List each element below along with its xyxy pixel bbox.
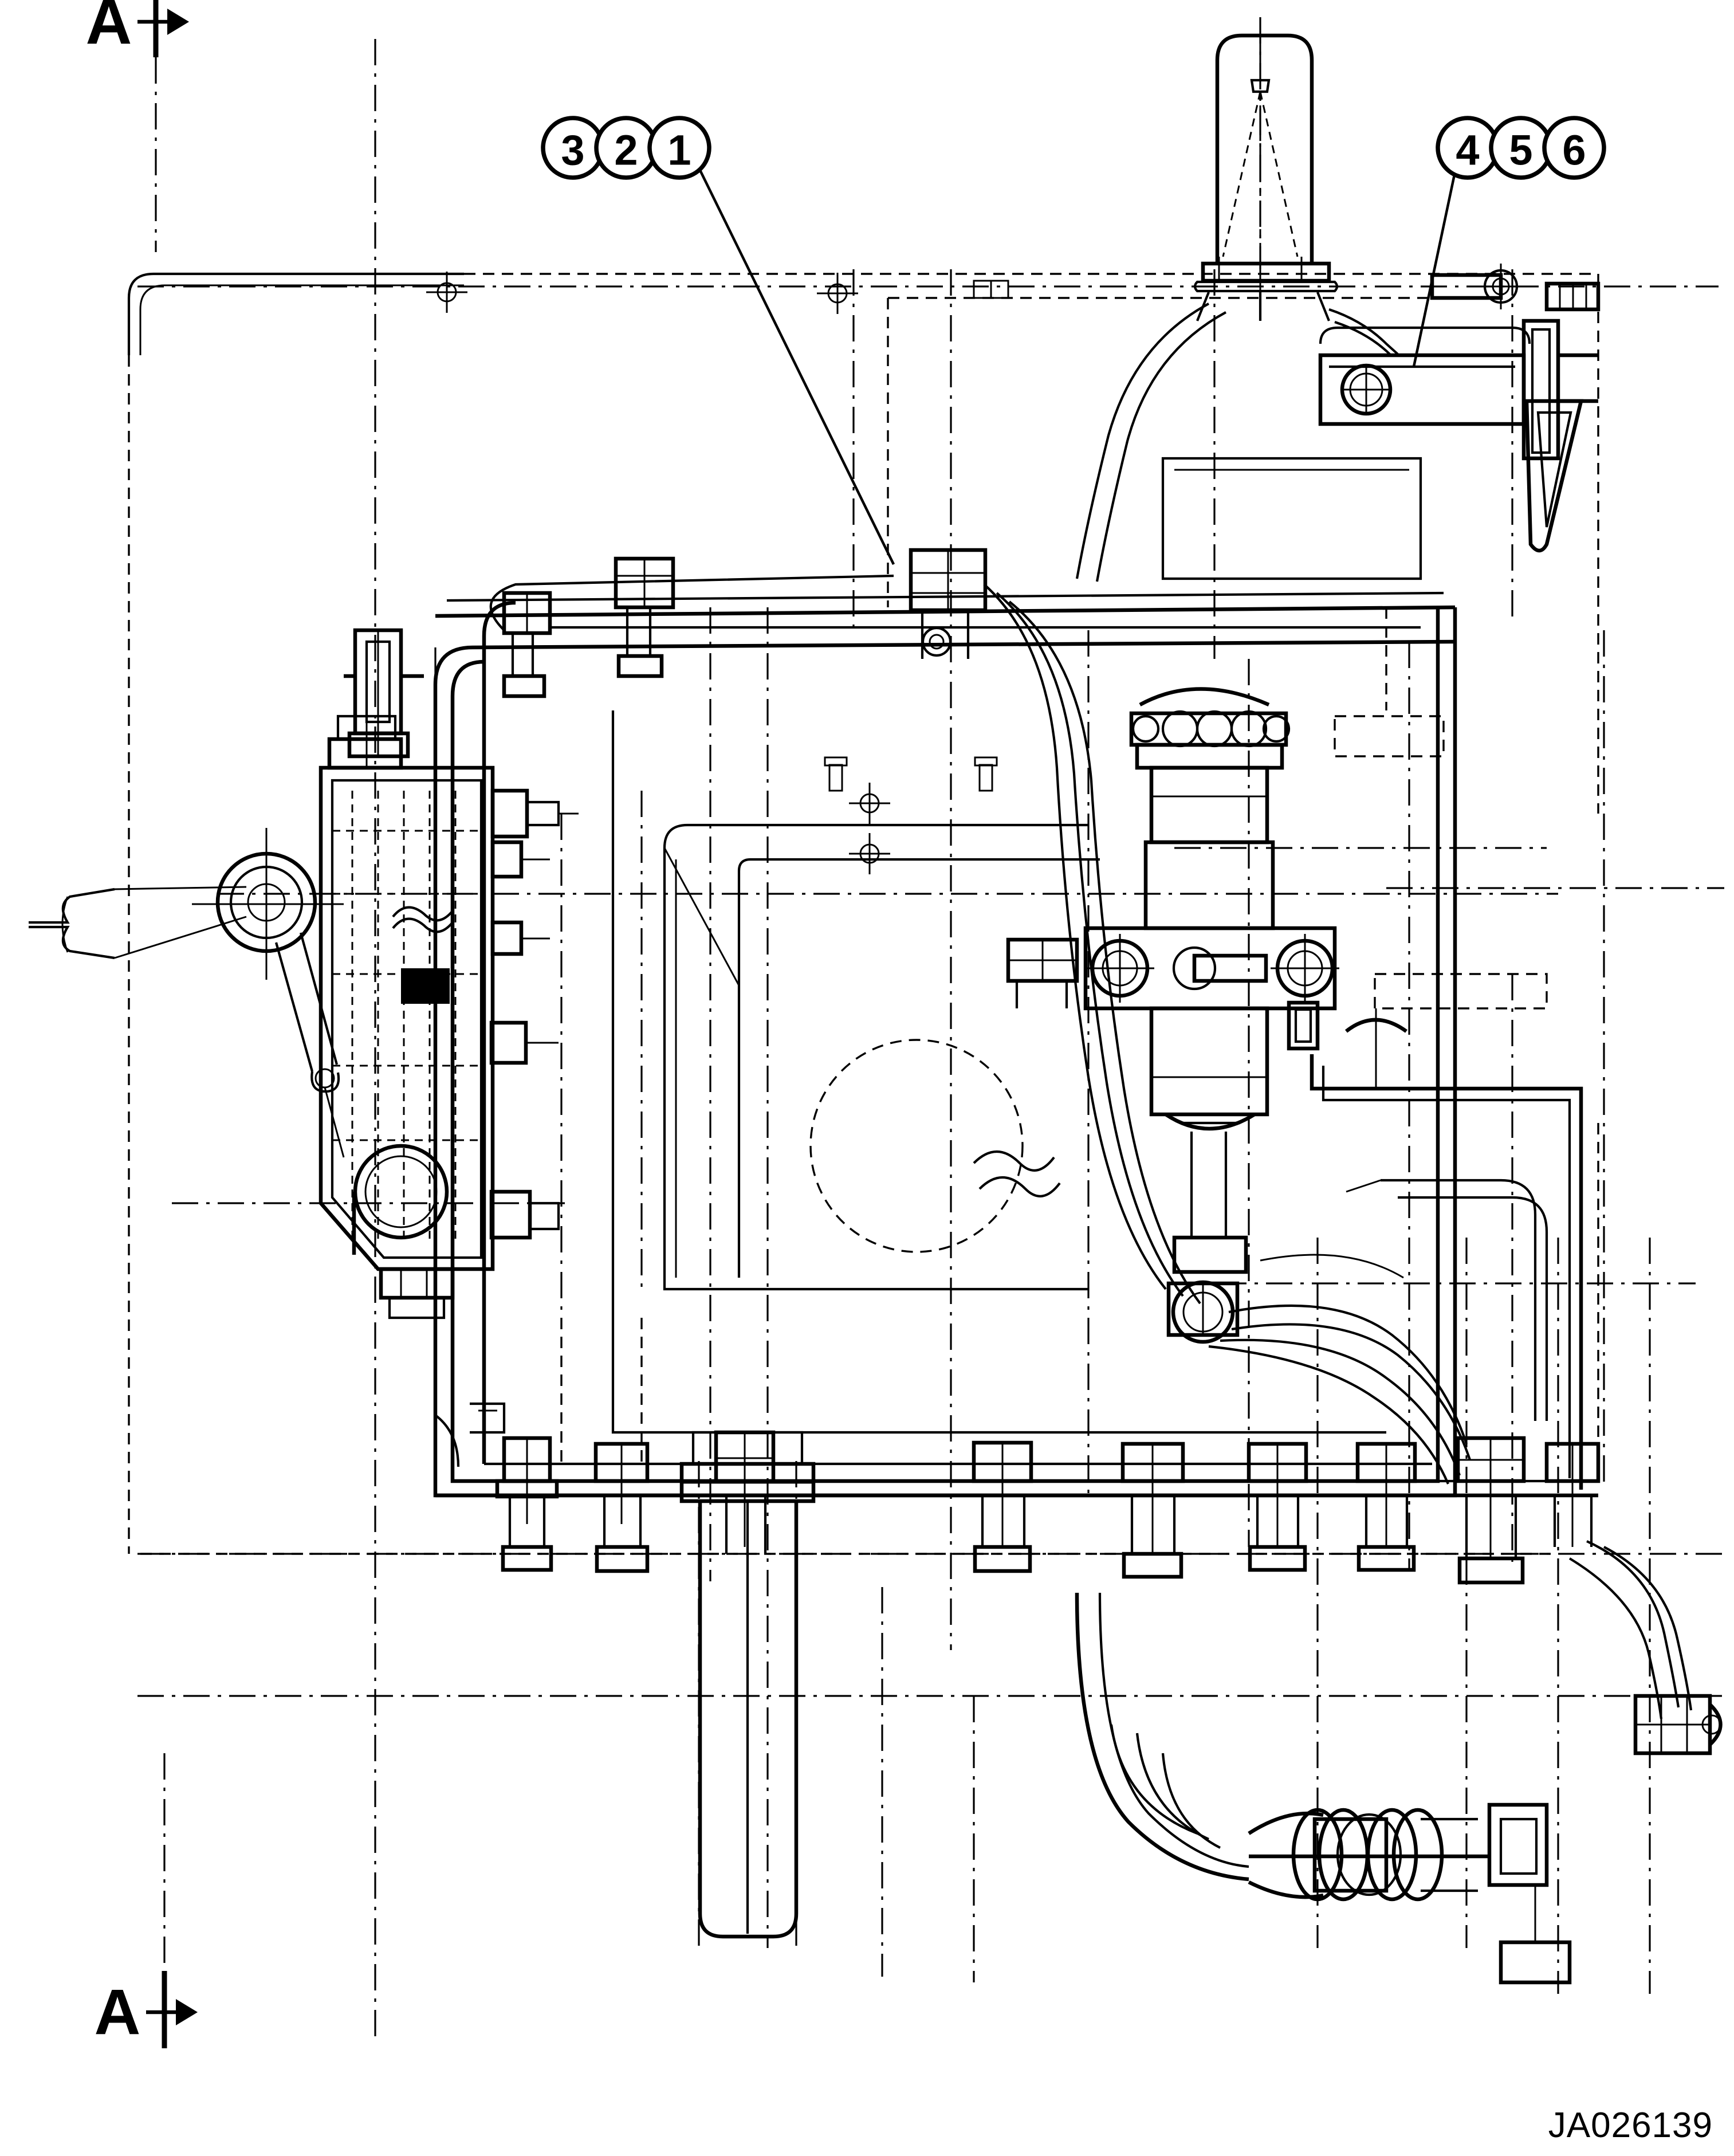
center-mark <box>849 833 890 874</box>
bracket-detail <box>973 280 1009 299</box>
callout-balloon-3[interactable]: 3 <box>541 116 605 180</box>
valve-port <box>489 1189 560 1240</box>
callout-balloon-group-right: 4 5 6 <box>1436 116 1606 180</box>
centerlines <box>137 17 1730 2040</box>
bolt-hardware <box>1544 1442 1601 1547</box>
outer-frame-envelope <box>127 272 1599 1555</box>
hose-clamp-mid <box>1006 937 1079 1008</box>
drawing-number: JA026139 <box>1548 2106 1713 2145</box>
section-arrow-head-bottom <box>176 1999 198 2025</box>
center-mark <box>817 273 858 314</box>
callout-balloon-6[interactable]: 6 <box>1542 116 1606 180</box>
pin-detail <box>974 756 998 792</box>
callout-balloon-5-label: 5 <box>1509 127 1532 174</box>
callout-balloon-6-label: 6 <box>1562 127 1586 174</box>
clamp-block <box>502 591 552 635</box>
vertical-tube-pair <box>679 1431 816 1939</box>
callout-balloon-3-label: 3 <box>561 127 584 174</box>
center-mark <box>849 783 890 824</box>
valve-port <box>490 840 550 879</box>
pin-detail <box>824 756 848 792</box>
section-marker-top: A <box>86 0 189 252</box>
callout-balloon-5[interactable]: 5 <box>1489 116 1553 180</box>
callout-balloon-1[interactable]: 1 <box>647 116 711 180</box>
section-arrow-head-top <box>167 9 189 35</box>
hose-coupling-clamps <box>1075 1592 1572 1985</box>
leader-line-4 <box>1412 171 1457 367</box>
hydraulic-tank-housing <box>433 457 1457 1498</box>
callout-balloon-1-label: 1 <box>667 127 691 174</box>
bolt-hardware <box>495 1436 559 1572</box>
control-lever-shaft <box>29 828 345 1158</box>
bottom-right-hose-exit <box>1568 1540 1723 1756</box>
valve-port <box>490 788 579 839</box>
reservoir-cylinder <box>1193 23 1339 321</box>
center-mark <box>426 272 467 313</box>
callout-balloon-group-left: 3 2 1 <box>541 116 711 180</box>
bolt-hardware <box>502 607 970 698</box>
bolt-hardware <box>1355 1442 1417 1572</box>
section-marker-bottom: A <box>95 1753 198 2048</box>
bolt-hardware <box>1456 1436 1526 1585</box>
upper-clamp-rail <box>344 548 1456 759</box>
clamp-block <box>614 556 675 610</box>
valve-port <box>489 1020 559 1065</box>
bolt-hardware <box>714 1430 776 1554</box>
bolt-hardware <box>593 1442 650 1573</box>
bolt-hardware <box>1247 1442 1308 1572</box>
valve-port <box>490 920 550 956</box>
callout-leaders <box>698 170 1457 565</box>
mounting-bolt-row <box>435 1430 1601 1585</box>
section-label-top: A <box>86 0 132 58</box>
left-riser-bracket <box>344 628 424 759</box>
misc-small-details <box>426 272 1548 1467</box>
control-valve-bank <box>319 714 579 1319</box>
section-label-bottom: A <box>95 1977 141 2048</box>
bolt-hardware <box>972 1440 1033 1573</box>
leader-line-1 <box>698 170 895 565</box>
valve-body-bracket <box>1318 264 1601 553</box>
clamp-block <box>909 548 988 612</box>
hydraulic-hose-set-upper <box>1075 303 1399 582</box>
callout-balloon-4-label: 4 <box>1456 127 1479 174</box>
hose-bundle-center <box>983 583 1471 1485</box>
bolt-hardware <box>1120 1442 1185 1579</box>
callout-balloon-2-label: 2 <box>614 127 638 174</box>
right-side-box <box>1287 1000 1599 1490</box>
pump-filter-assembly <box>1083 687 1339 1274</box>
callout-balloon-2[interactable]: 2 <box>594 116 658 180</box>
callout-balloon-4[interactable]: 4 <box>1436 116 1500 180</box>
